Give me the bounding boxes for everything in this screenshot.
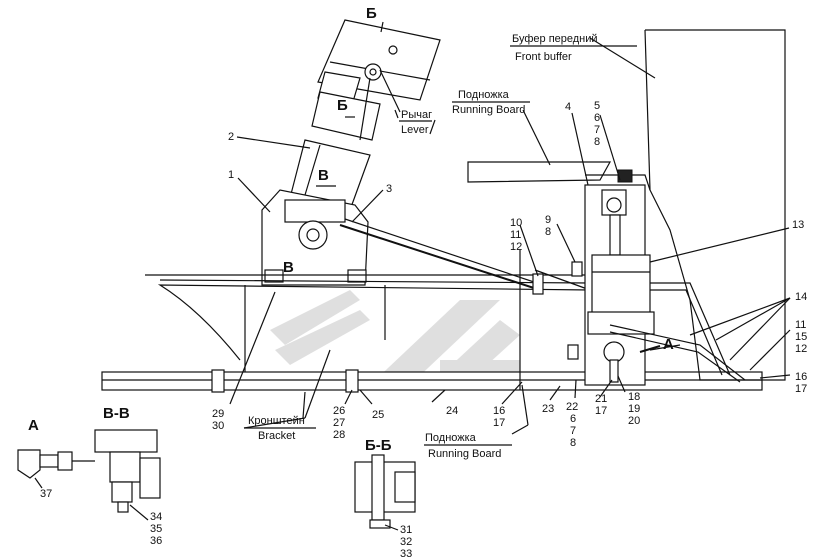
callout-7: 7: [594, 124, 600, 136]
bracket-label-ru: Кронштейн: [248, 415, 305, 427]
cylinder-assembly: [567, 169, 655, 386]
callout-34: 34: [150, 511, 162, 523]
running-board-bottom-label-ru: Подножка: [425, 432, 477, 444]
pedal-assembly: [261, 139, 541, 291]
callout-17: 17: [493, 417, 505, 429]
callout-32: 32: [400, 536, 412, 548]
section-b-lever-label: Б: [337, 97, 348, 114]
callout-7b: 7: [570, 425, 576, 437]
callout-8b: 8: [545, 226, 551, 238]
front-buffer-label-en: Front buffer: [515, 51, 572, 63]
callout-23: 23: [542, 403, 554, 415]
callout-17b: 17: [595, 405, 607, 417]
callout-13: 13: [792, 219, 804, 231]
watermark-logo: [270, 290, 520, 385]
callout-5: 5: [594, 100, 600, 112]
view-vv-bracket: [94, 429, 161, 521]
callout-22: 22: [566, 401, 578, 413]
callout-1: 1: [228, 169, 234, 181]
callout-31: 31: [400, 524, 412, 536]
callout-20: 20: [628, 415, 640, 427]
callout-2: 2: [228, 131, 234, 143]
callout-11r: 11: [795, 319, 806, 331]
callout-26: 26: [333, 405, 345, 417]
callout-27: 27: [333, 417, 345, 429]
bracket-label-en: Bracket: [258, 430, 295, 442]
section-b-top-label: Б: [366, 5, 377, 22]
callout-6: 6: [594, 112, 600, 124]
view-a-fitting: [17, 449, 95, 489]
front-buffer-label-ru: Буфер передний: [512, 33, 598, 45]
callout-12: 12: [510, 241, 522, 253]
callout-15r: 15: [795, 331, 807, 343]
callout-18: 18: [628, 391, 640, 403]
front-buffer: [585, 29, 786, 381]
callout-21: 21: [595, 393, 607, 405]
callout-9: 9: [545, 214, 551, 226]
running-board-bottom-label-en: Running Board: [428, 448, 501, 460]
lever-label-ru: Рычаг: [401, 109, 432, 121]
frame: [101, 250, 763, 393]
callout-29: 29: [212, 408, 224, 420]
air-pipes: [609, 282, 746, 383]
callout-33: 33: [400, 548, 412, 560]
callout-19: 19: [628, 403, 640, 415]
lever-label-en: Lever: [401, 124, 429, 136]
callout-25: 25: [372, 409, 384, 421]
callout-16: 16: [493, 405, 505, 417]
callout-3: 3: [386, 183, 392, 195]
callout-24: 24: [446, 405, 458, 417]
lever-detail: [311, 19, 441, 141]
view-vv-label: В-В: [103, 405, 130, 422]
callout-4: 4: [565, 101, 571, 113]
callout-30: 30: [212, 420, 224, 432]
running-board-plate: [467, 161, 612, 183]
callout-28: 28: [333, 429, 345, 441]
callout-16r: 16: [795, 371, 807, 383]
view-bb-hinge: [354, 454, 416, 531]
callout-14: 14: [795, 291, 807, 303]
callout-35: 35: [150, 523, 162, 535]
callout-36: 36: [150, 535, 162, 547]
view-a-label: А: [28, 417, 39, 434]
running-board-top-label-en: Running Board: [452, 104, 525, 116]
callout-6b: 6: [570, 413, 576, 425]
section-a-arrow-label: А: [663, 336, 674, 353]
callout-8: 8: [594, 136, 600, 148]
view-bb-label: Б-Б: [365, 437, 392, 454]
callout-37: 37: [40, 488, 52, 500]
section-v-arrow-label: В: [318, 167, 329, 184]
callout-11: 11: [510, 229, 521, 241]
callout-17r: 17: [795, 383, 807, 395]
running-board-top-label-ru: Подножка: [458, 89, 510, 101]
callout-12r: 12: [795, 343, 807, 355]
callout-10: 10: [510, 217, 522, 229]
section-v-left-label: В: [283, 259, 294, 276]
leader-lines: [229, 37, 791, 435]
callout-8c: 8: [570, 437, 576, 449]
